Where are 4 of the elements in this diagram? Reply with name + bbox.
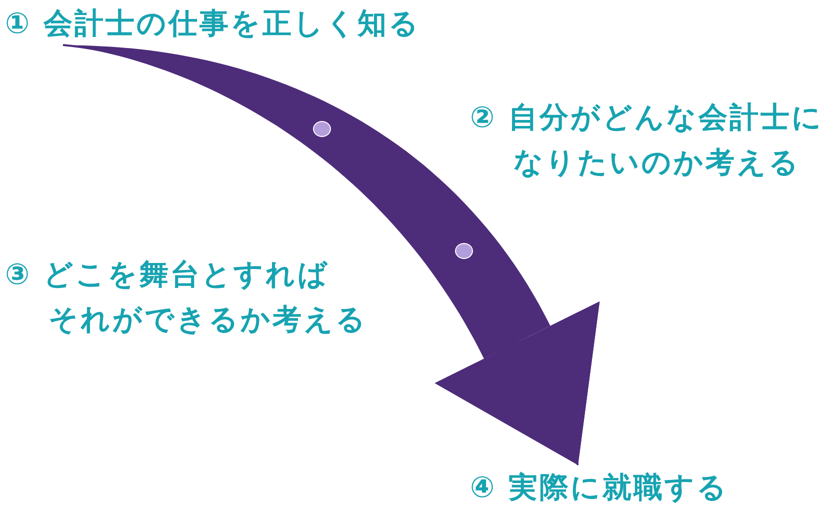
step-text: ③ どこを舞台とすればそれができるか考える — [5, 252, 368, 342]
step-text: ② 自分がどんな会計士になりたいのか考える — [470, 95, 824, 185]
step-text: ④ 実際に就職する — [470, 468, 729, 506]
step-text: ① 会計士の仕事を正しく知る — [5, 4, 421, 42]
